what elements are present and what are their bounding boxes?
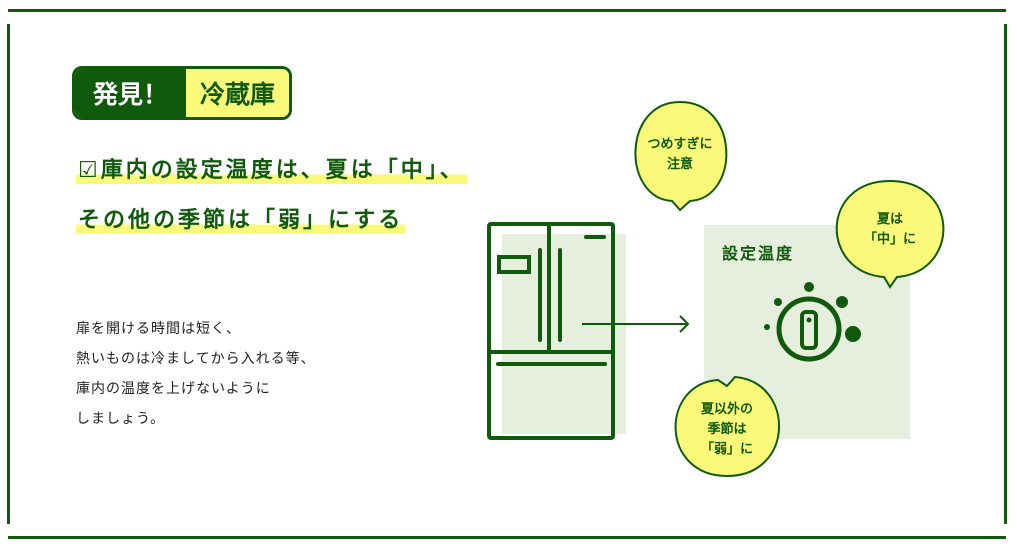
- bubble-text: 夏以外の: [700, 402, 753, 417]
- fridge-shadow: [502, 234, 626, 434]
- bubble-text: 「中」に: [863, 232, 916, 247]
- body-text: 扉を開ける時間は短く、 熱いものは冷ましてから入れる等、 庫内の温度を上げないよ…: [76, 314, 316, 434]
- bubble-text: 注意: [666, 157, 693, 172]
- bubble-text: 季節は: [707, 422, 747, 437]
- dial-icon: [764, 282, 861, 362]
- frame-border: [7, 9, 1007, 539]
- bubble-summer: 夏は 「中」に: [840, 198, 940, 262]
- badge-topic: 冷蔵庫: [186, 69, 290, 117]
- body-line: 熱いものは冷ましてから入れる等、: [76, 351, 316, 367]
- bubble-summer-shape: [835, 179, 945, 289]
- fridge-icon: [487, 222, 615, 440]
- bubble-other-shape: [674, 375, 780, 478]
- bubble-overfill: つめすぎに 注意: [630, 120, 730, 190]
- headline-line1: ☑庫内の設定温度は、夏は「中」、: [76, 152, 467, 184]
- title-badge: 発見！ 冷蔵庫: [72, 66, 293, 120]
- bubble-text: 「弱」に: [700, 442, 753, 457]
- bubble-text: つめすぎに: [647, 137, 713, 152]
- body-line: 扉を開ける時間は短く、: [76, 321, 241, 337]
- body-line: しましょう。: [76, 411, 166, 427]
- body-line: 庫内の温度を上げないように: [76, 381, 271, 397]
- setting-temperature-label: 設定温度: [722, 244, 795, 263]
- bubble-text: 夏は: [876, 212, 903, 227]
- bubble-top-shape: [634, 100, 728, 212]
- arrow-icon: [582, 315, 690, 333]
- headline-line2: その他の季節は「弱」にする: [76, 202, 406, 234]
- badge-discover: 発見！: [75, 69, 187, 117]
- bubble-other-seasons: 夏以外の 季節は 「弱」に: [677, 393, 777, 467]
